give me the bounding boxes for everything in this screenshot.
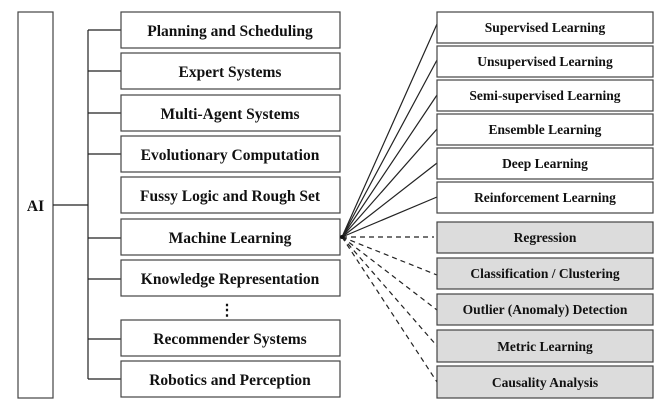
ai-fields: Planning and Scheduling Expert Systems M…: [120, 11, 341, 398]
solid-link: [341, 128, 438, 238]
solid-link: [341, 23, 438, 238]
task-regression: Regression: [514, 230, 577, 245]
ml-tasks: Regression Classification / Clustering O…: [436, 221, 654, 399]
field-evolutionary-computation: Evolutionary Computation: [141, 147, 320, 164]
paradigm-reinforcement: Reinforcement Learning: [474, 190, 616, 205]
ml-hub-dot: [340, 235, 344, 239]
paradigm-box: [436, 11, 654, 44]
paradigm-ensemble: Ensemble Learning: [489, 122, 602, 137]
task-box: [436, 257, 654, 290]
field-box: [120, 360, 341, 398]
dashed-link: [341, 236, 438, 383]
paradigm-box: [436, 113, 654, 146]
paradigm-supervised: Supervised Learning: [485, 20, 606, 35]
field-knowledge-representation: Knowledge Representation: [141, 271, 320, 288]
field-box: [120, 176, 341, 214]
ml-fan-lines: [340, 23, 438, 383]
solid-link: [341, 94, 438, 238]
task-box: [436, 329, 654, 363]
paradigm-box: [436, 45, 654, 78]
field-box: [120, 94, 341, 132]
paradigm-box: [436, 181, 654, 214]
task-outlier-detection: Outlier (Anomaly) Detection: [463, 302, 628, 317]
field-box: [120, 135, 341, 173]
field-planning-and-scheduling: Planning and Scheduling: [147, 23, 313, 40]
task-metric-learning: Metric Learning: [497, 339, 593, 354]
paradigm-box: [436, 147, 654, 180]
solid-link: [341, 196, 438, 238]
root-label: AI: [27, 198, 44, 215]
solid-link: [341, 59, 438, 238]
field-box: [120, 218, 341, 256]
solid-link: [341, 162, 438, 238]
field-robotics-and-perception: Robotics and Perception: [149, 372, 311, 389]
field-box: [120, 259, 341, 297]
dashed-link: [341, 236, 438, 276]
field-expert-systems: Expert Systems: [179, 64, 282, 81]
field-box: [120, 319, 341, 357]
paradigm-box: [436, 79, 654, 112]
tree-connectors: [53, 29, 121, 380]
dashed-link: [341, 236, 438, 311]
paradigm-unsupervised: Unsupervised Learning: [477, 54, 613, 69]
field-box: [120, 11, 341, 49]
field-multi-agent-systems: Multi-Agent Systems: [160, 106, 299, 123]
paradigm-deep: Deep Learning: [502, 156, 588, 171]
ml-paradigms: Supervised Learning Unsupervised Learnin…: [436, 11, 654, 214]
task-box: [436, 293, 654, 326]
task-box: [436, 221, 654, 254]
task-classification-clustering: Classification / Clustering: [470, 266, 620, 281]
root-node-ai: AI: [17, 11, 54, 399]
task-box: [436, 365, 654, 399]
field-recommender-systems: Recommender Systems: [153, 331, 306, 348]
dashed-link: [341, 236, 438, 347]
paradigm-semi-supervised: Semi-supervised Learning: [469, 88, 620, 103]
root-box: [17, 11, 54, 399]
field-machine-learning: Machine Learning: [169, 230, 292, 247]
field-fuzzy-logic: Fussy Logic and Rough Set: [140, 188, 321, 205]
field-box: [120, 52, 341, 90]
task-causality-analysis: Causality Analysis: [492, 375, 598, 390]
ellipsis-icon: ⋮: [219, 302, 235, 319]
